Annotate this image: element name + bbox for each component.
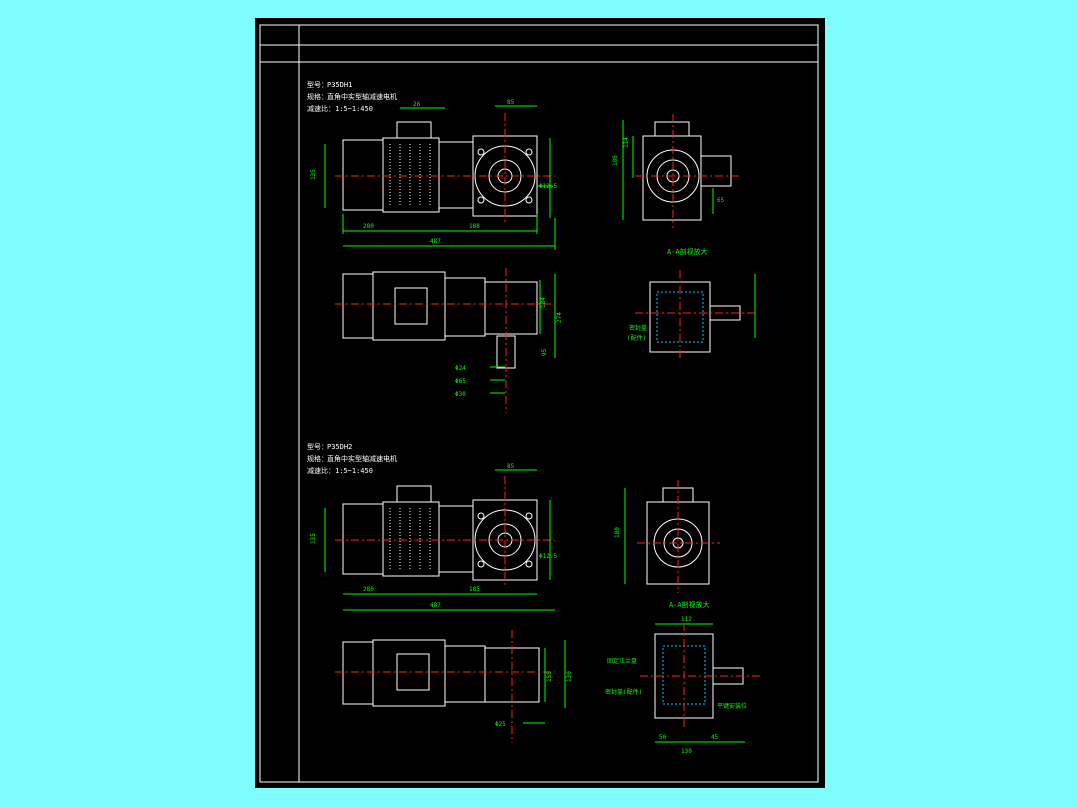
- d1-dim-side-2: 274: [556, 312, 563, 323]
- outer-frame: [259, 24, 819, 783]
- d2-section-label-2: 密封盖(配件): [605, 688, 642, 696]
- d1-motor-cap: [342, 139, 384, 211]
- d2-section-view: A-A剖视放大 112 固定法兰盘 密封盖(配件) 平键安装位 50 130 4…: [605, 600, 760, 755]
- d2-section-width: 112: [681, 616, 692, 623]
- d2-dim-top-width: 85: [507, 463, 515, 470]
- d2-section-bottom-2: 130: [681, 748, 692, 755]
- d1-section-view: A-A剖视放大 密封盖 (配件): [627, 247, 756, 358]
- d2-dim-height: 135: [310, 533, 317, 544]
- d1-side-view: 184 274 95 Φ24 Φ65 Φ30: [335, 268, 563, 413]
- d2-section-label-3: 平键安装位: [717, 702, 747, 710]
- drawing-1: 型号： P35DH1 规格： 直角中实型轴减速电机 减速比： 1:5~1:450: [307, 80, 756, 413]
- d1-ratio: 1:5~1:450: [335, 105, 373, 113]
- drawing-sheet: 型号： P35DH1 规格： 直角中实型轴减速电机 减速比： 1:5~1:450: [255, 18, 825, 788]
- d2-ratio: 1:5~1:450: [335, 467, 373, 475]
- d1-dim-top-offset: 26: [413, 101, 421, 108]
- d1-section-label-2: (配件): [627, 334, 646, 342]
- d2-dim-bore: Φ12.5: [539, 553, 557, 560]
- d1-section-label-1: 密封盖: [629, 324, 647, 332]
- d1-motor-body: [382, 137, 440, 213]
- d2-dim-shaft: Φ25: [495, 721, 506, 728]
- d1-dim-bore: Φ12.5: [539, 183, 557, 190]
- d2-section-bottom-1: 50: [659, 734, 667, 741]
- d2-rear-view: 180: [614, 480, 720, 593]
- d1-terminal-box: [396, 121, 432, 139]
- d1-dim-rear-width: 114: [623, 137, 630, 148]
- d2-dim-side-2: 130: [566, 671, 573, 682]
- d1-dim-shaft-1: Φ24: [455, 365, 466, 372]
- d1-model-label: 型号：: [307, 80, 328, 89]
- d2-side-view: 150 130 Φ25: [335, 630, 573, 743]
- d2-front-view: 280 185 487 135 85 Φ12.5: [310, 463, 557, 611]
- cad-drawing: 型号： P35DH1 规格： 直角中实型轴减速电机 减速比： 1:5~1:450: [259, 24, 819, 783]
- d2-dim-motor: 280: [363, 586, 374, 593]
- d1-dim-shaft-2: Φ65: [455, 378, 466, 385]
- d2-dim-gearbox: 185: [469, 586, 480, 593]
- d1-name-label: 规格：: [307, 92, 328, 101]
- d1-dim-side-1: 184: [540, 297, 547, 308]
- d1-ratio-label: 减速比：: [307, 104, 335, 113]
- d1-rear-view: 186 114 65: [612, 114, 740, 228]
- d2-model: P35DH2: [327, 443, 352, 451]
- d1-dim-side-offset: 95: [541, 348, 548, 356]
- d1-gear-neck: [438, 141, 474, 209]
- drawing-2: 型号： P35DH2 规格： 直角中实型轴减速电机 减速比： 1:5~1:450: [307, 442, 760, 755]
- d1-dim-gearbox: 188: [469, 223, 480, 230]
- d1-dim-overall: 487: [430, 238, 441, 245]
- d1-name: 直角中实型轴减速电机: [327, 92, 397, 101]
- d2-dim-rear-height: 180: [614, 527, 621, 538]
- d2-name-label: 规格：: [307, 454, 328, 463]
- d2-model-label: 型号：: [307, 442, 328, 451]
- d2-section-bottom-3: 45: [711, 734, 719, 741]
- d1-section-title: A-A剖视放大: [667, 247, 708, 256]
- d2-ratio-label: 减速比：: [307, 466, 335, 475]
- d1-dim-rear-shaft: 65: [717, 197, 725, 204]
- d1-dim-top-width: 85: [507, 99, 515, 106]
- d1-dim-height: 135: [310, 169, 317, 180]
- d1-dim-shaft-3: Φ30: [455, 391, 466, 398]
- d2-dim-overall: 487: [430, 602, 441, 609]
- d1-dim-motor: 280: [363, 223, 374, 230]
- d1-dim-rear-height: 186: [612, 155, 619, 166]
- d2-section-title: A-A剖视放大: [669, 600, 710, 609]
- d2-dim-side-1: 150: [546, 671, 553, 682]
- d2-section-label-1: 固定法兰盘: [607, 657, 637, 665]
- d1-model: P35DH1: [327, 81, 352, 89]
- d2-name: 直角中实型轴减速电机: [327, 454, 397, 463]
- d1-front-view: 280 188 487 135 26 85 Φ12.5: [310, 99, 557, 250]
